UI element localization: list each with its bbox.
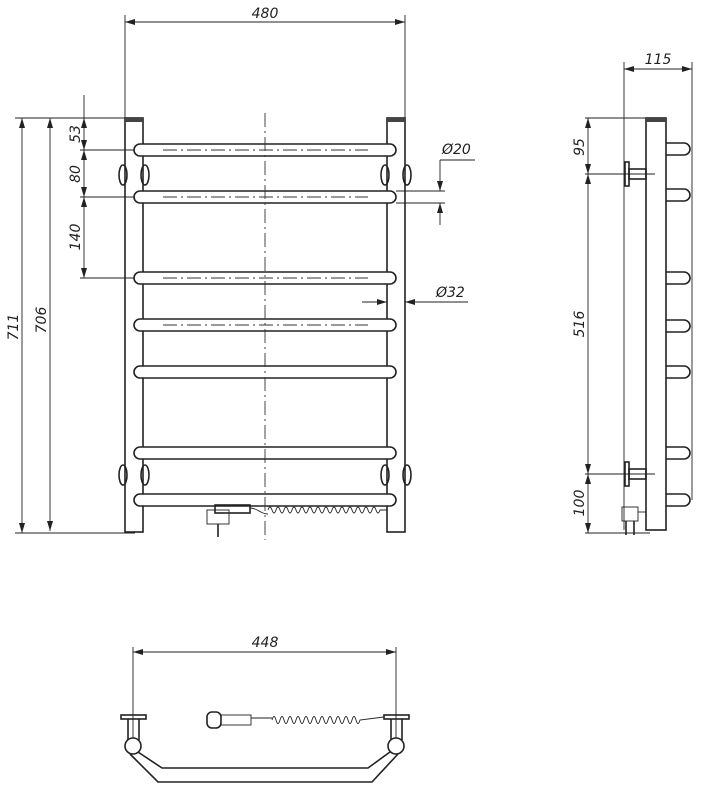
coil-cable	[267, 506, 387, 514]
left-post-cap	[125, 118, 143, 122]
left-flange	[120, 714, 147, 720]
bracket-spacing-bottom-dimension: 448	[252, 635, 279, 651]
top-offset-dimension: 53	[68, 125, 84, 143]
bottom-bracket-dimension: 100	[572, 490, 588, 517]
bar-spacing-1-dimension: 80	[68, 165, 84, 183]
heating-element	[206, 504, 387, 537]
depth-dimension: 115	[645, 52, 672, 68]
side-wall-brackets	[624, 161, 647, 487]
right-flange	[383, 714, 410, 720]
post-diameter-dimension: Ø32	[435, 285, 465, 301]
side-plug	[621, 506, 646, 535]
bar-diameter-dimension: Ø20	[441, 142, 471, 158]
wall-brackets	[118, 164, 412, 486]
bar-spacing-2-dimension: 140	[68, 224, 84, 251]
side-view: 115 95 516 100	[572, 52, 693, 535]
bottom-plug-and-cable	[206, 711, 385, 729]
front-view: 480 711 706 53 80 140 Ø20 Ø32	[6, 6, 475, 540]
side-rungs	[666, 142, 691, 507]
top-bracket-dimension: 95	[572, 138, 588, 156]
right-post-cap	[387, 118, 405, 122]
bracket-spacing-dimension: 516	[572, 311, 588, 338]
width-dimension: 480	[252, 6, 279, 22]
side-post	[645, 117, 667, 531]
height-dimension: 706	[34, 307, 50, 334]
bottom-view: 448	[120, 635, 410, 783]
total-height-dimension: 711	[6, 314, 22, 341]
